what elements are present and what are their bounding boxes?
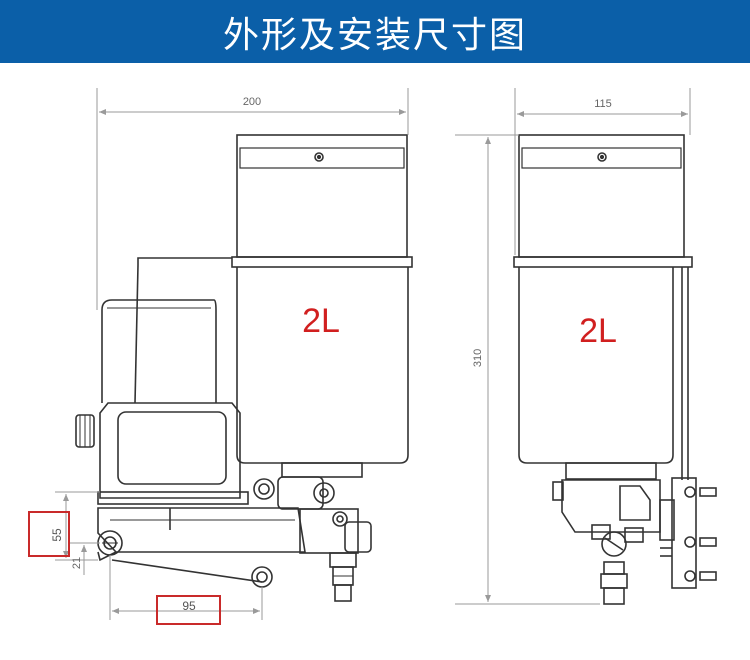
lid-screw-icon — [314, 152, 324, 162]
highlight-box-95 — [156, 595, 221, 625]
side-view — [513, 134, 717, 605]
front-tank-label: 2L — [302, 302, 340, 340]
side-lid-screw-icon — [597, 152, 607, 162]
side-tank-label: 2L — [579, 312, 617, 350]
dim-label-200: 200 — [243, 96, 261, 108]
dim-label-55: 55 — [50, 528, 64, 542]
dim-label-310: 310 — [472, 349, 484, 367]
dimension-lines — [55, 88, 691, 620]
front-view — [75, 134, 413, 602]
dim-label-95: 95 — [182, 599, 196, 613]
dim-label-115: 115 — [594, 98, 612, 110]
title-banner: 外形及安装尺寸图 — [0, 0, 750, 63]
drawing-canvas: 2L — [28, 88, 717, 625]
page-title: 外形及安装尺寸图 — [222, 14, 527, 56]
highlight-box-55 — [28, 511, 70, 557]
dim-label-21: 21 — [71, 557, 83, 569]
